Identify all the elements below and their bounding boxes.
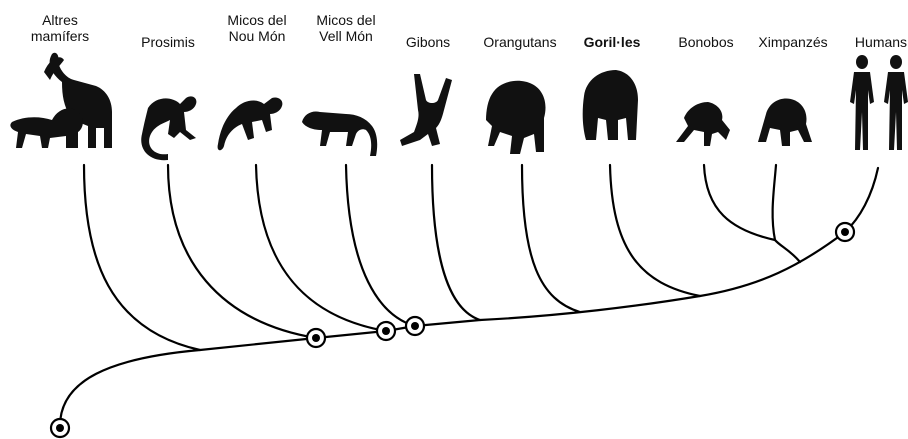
bonobo-icon	[676, 102, 730, 146]
branch-ximpanzes	[771, 163, 778, 242]
branch-micos-vell-mon	[344, 163, 417, 328]
branch-orangutans	[520, 163, 582, 314]
gorilla-icon	[582, 70, 638, 140]
lemur-icon	[141, 96, 197, 161]
branch-gorilles	[608, 163, 702, 298]
taxon-label-gorilles: Goril·les	[583, 34, 641, 50]
taxon-label-orangutans: Orangutans	[483, 34, 557, 50]
node-marker-human-chimp	[834, 221, 856, 243]
node-marker-root	[49, 417, 71, 439]
tree-branches	[58, 163, 880, 428]
highlighted-nodes	[49, 221, 856, 439]
branch-bonobos	[702, 163, 777, 242]
taxon-label-humans: Humans	[854, 34, 908, 50]
node-marker-hominoid	[404, 315, 426, 337]
taxon-label-prosimis: Prosimis	[141, 34, 195, 50]
main-trunk	[58, 166, 880, 428]
branch-altres-mamifers	[82, 163, 202, 352]
branch-gibons	[430, 163, 482, 322]
branch-prosimis	[166, 163, 318, 340]
node-marker-anthropoid	[305, 327, 327, 349]
orangutan-icon	[486, 80, 546, 154]
taxon-label-ximpanzes: Ximpanzés	[758, 34, 828, 50]
chimpanzee-icon	[758, 98, 812, 146]
branch-pan-clade	[773, 238, 802, 264]
taxon-label-bonobos: Bonobos	[678, 34, 734, 50]
human-icon	[850, 55, 908, 150]
branch-micos-nou-mon	[254, 163, 388, 333]
new-world-monkey-icon	[217, 97, 283, 151]
old-world-monkey-icon	[302, 111, 378, 156]
taxon-label-gibons: Gibons	[405, 34, 451, 50]
node-marker-catarrhine	[375, 320, 397, 342]
gibbon-icon	[400, 74, 452, 146]
elephant-lion-icon	[10, 52, 112, 148]
